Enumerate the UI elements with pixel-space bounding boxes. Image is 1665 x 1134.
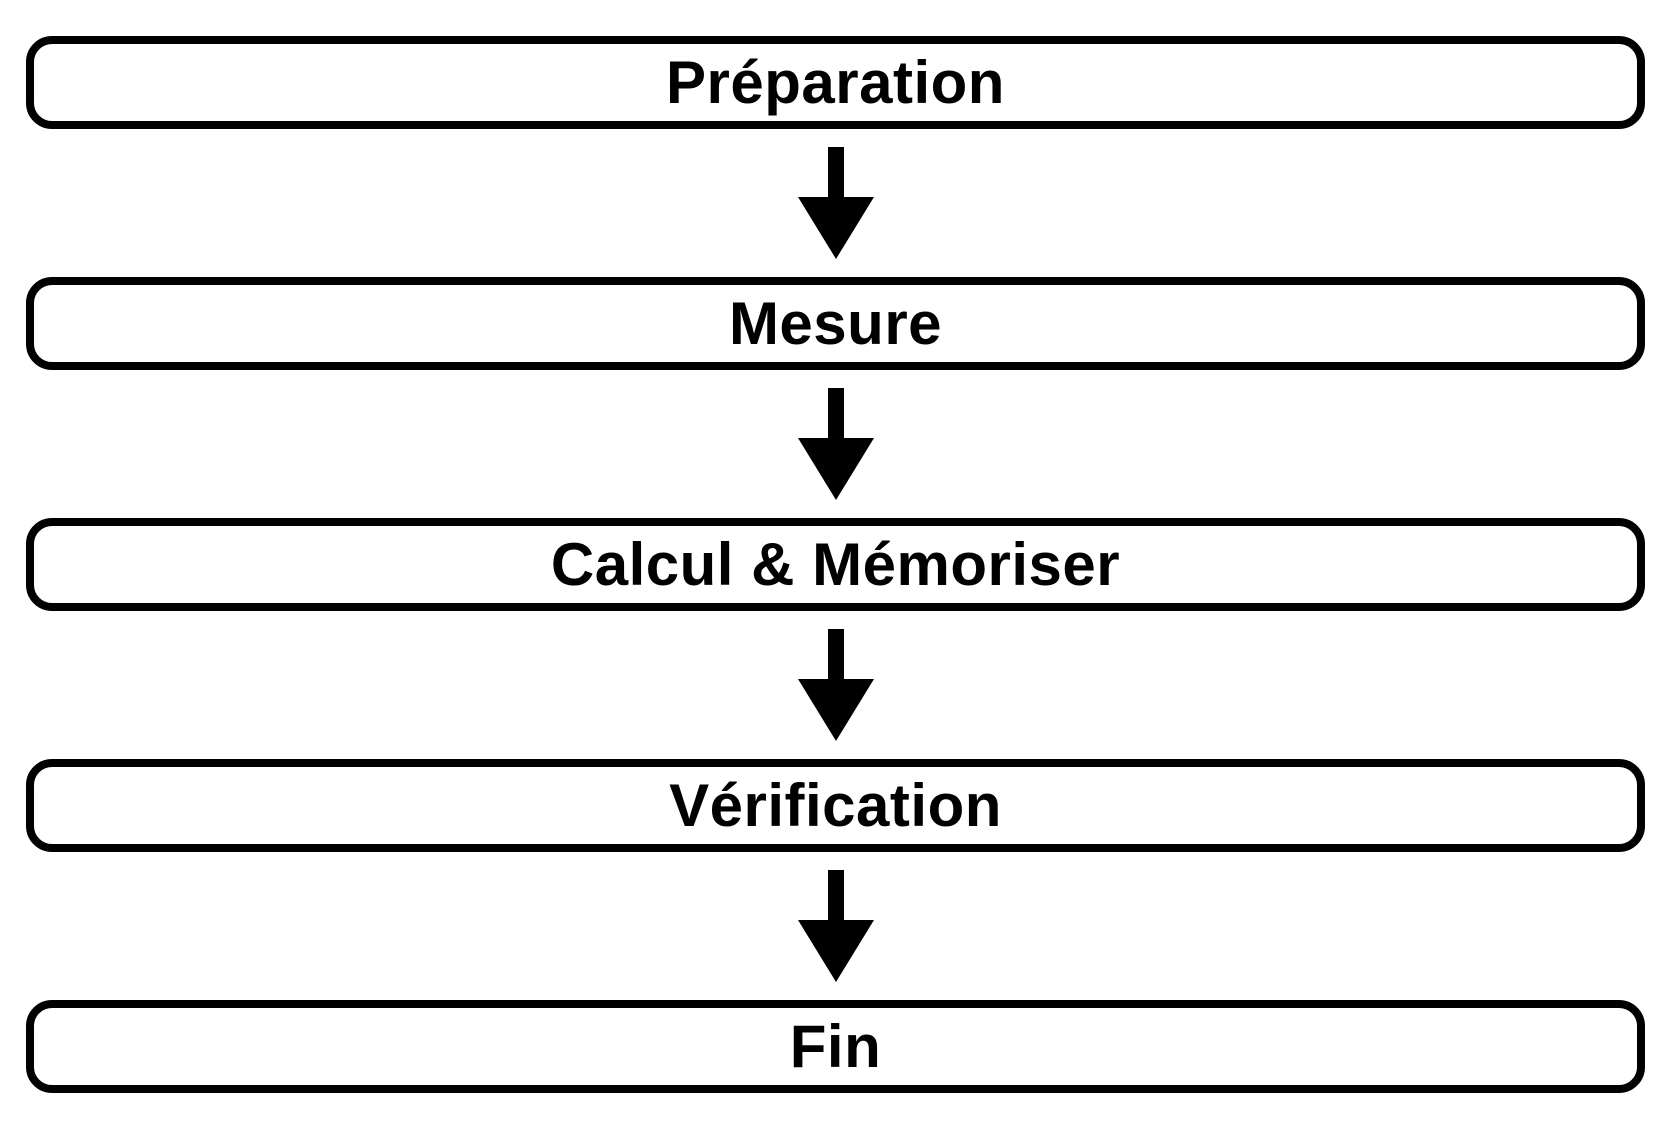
down-arrow-icon	[798, 388, 874, 500]
down-arrow-icon	[798, 147, 874, 259]
flow-node-mesure-label: Mesure	[728, 289, 943, 357]
flow-node-verification: Vérification	[26, 759, 1645, 852]
flow-node-fin: Fin	[26, 1000, 1645, 1093]
flow-node-mesure: Mesure	[26, 277, 1645, 370]
flow-node-calcul-memoriser: Calcul & Mémoriser	[26, 518, 1645, 611]
down-arrow-icon	[798, 870, 874, 982]
down-arrow-icon	[798, 629, 874, 741]
flow-node-verification-label: Vérification	[669, 771, 1002, 839]
flow-node-calcul-memoriser-label: Calcul & Mémoriser	[550, 530, 1121, 598]
flow-node-preparation: Préparation	[26, 36, 1645, 129]
flow-node-fin-label: Fin	[789, 1012, 882, 1080]
flow-node-preparation-label: Préparation	[666, 48, 1005, 116]
